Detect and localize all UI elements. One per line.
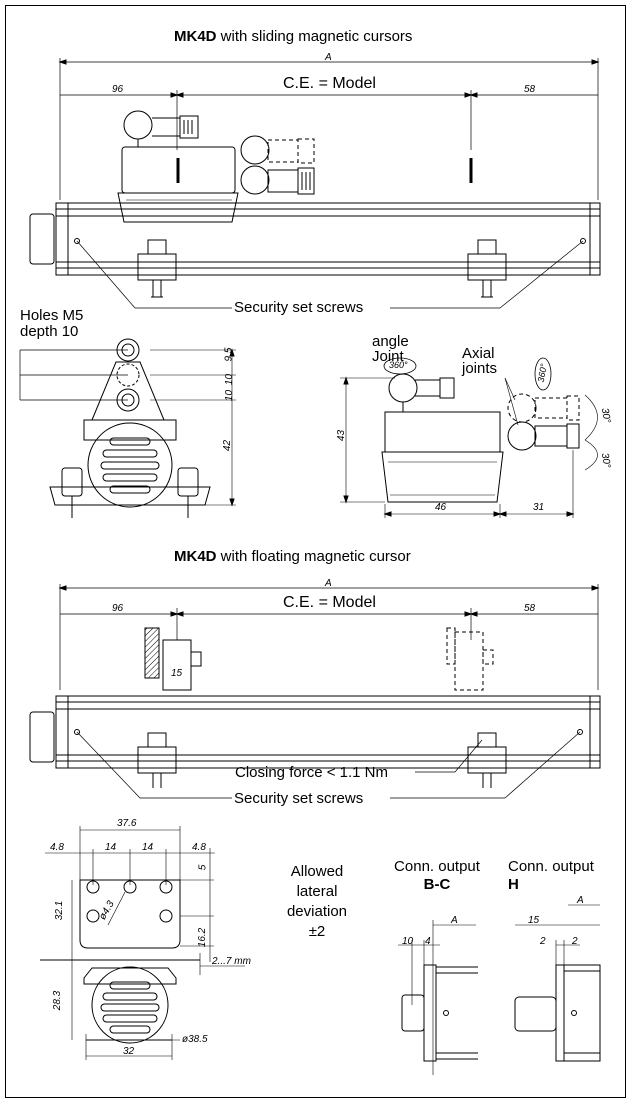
dim-4-8-right: 4.8 [192, 842, 206, 853]
joint-detail-view [340, 357, 598, 518]
cross-section-view [19, 338, 236, 518]
dim-58-top: 58 [524, 84, 536, 95]
angle-360-a: 360° [389, 360, 408, 370]
dim-4-8-left: 4.8 [50, 842, 64, 853]
dim-14-a: 14 [105, 842, 117, 853]
dim-15: 15 [171, 668, 183, 679]
conn-output-h-view [514, 904, 601, 1062]
dim-5: 5 [197, 864, 209, 871]
h-dim-15: 15 [528, 915, 540, 926]
dim-42: 42 [222, 439, 234, 452]
set-screws-callout-bottom: Security set screws [234, 790, 364, 807]
dim-a-mid: A [325, 578, 332, 589]
dim-32-1: 32.1 [54, 900, 66, 921]
dim-9-5: 9.5 [223, 347, 235, 362]
floating-assembly-view [29, 584, 601, 799]
dim-10b: 10 [224, 389, 236, 402]
closing-force-label: Closing force < 1.1 Nm [235, 764, 388, 781]
h-dim-2a: 2 [540, 936, 546, 947]
dim-a-top: A [325, 52, 332, 63]
mounting-view [40, 826, 245, 1060]
dim-ce-mid: C.E. = Model [283, 594, 376, 611]
dim-30-bottom: 30° [598, 452, 613, 469]
dim-28-3: 28.3 [52, 990, 64, 1011]
dim-2-7: 2...7 mm [212, 956, 251, 967]
set-screws-callout-top: Security set screws [234, 299, 364, 316]
dim-10: 10 [224, 373, 236, 386]
dim-16-2: 16.2 [197, 927, 209, 948]
conn-output-bc-view [398, 920, 478, 1075]
dim-31: 31 [533, 502, 545, 513]
dim-58-mid: 58 [524, 603, 536, 614]
dim-dia-38-5: ø38.5 [182, 1034, 208, 1045]
dim-37-6: 37.6 [117, 818, 137, 829]
bc-dim-4: 4 [425, 936, 431, 947]
dim-30-top: 30° [598, 407, 613, 424]
dim-32: 32 [123, 1046, 135, 1057]
h-dim-a: A [577, 895, 584, 906]
dim-ce-top: C.E. = Model [283, 75, 376, 92]
sliding-assembly-view [29, 58, 601, 309]
dim-14-b: 14 [142, 842, 154, 853]
bc-dim-a: A [451, 915, 458, 926]
section1-title: MK4D with sliding magnetic cursors [174, 28, 413, 45]
dim-96-mid: 96 [112, 603, 124, 614]
h-dim-2b: 2 [572, 936, 578, 947]
dim-46: 46 [435, 502, 447, 513]
bc-dim-10: 10 [402, 936, 414, 947]
section3-title: MK4D with floating magnetic cursor [174, 548, 411, 565]
dim-96-top: 96 [112, 84, 124, 95]
drawing-sheet [5, 5, 626, 1098]
dim-43: 43 [336, 429, 348, 442]
